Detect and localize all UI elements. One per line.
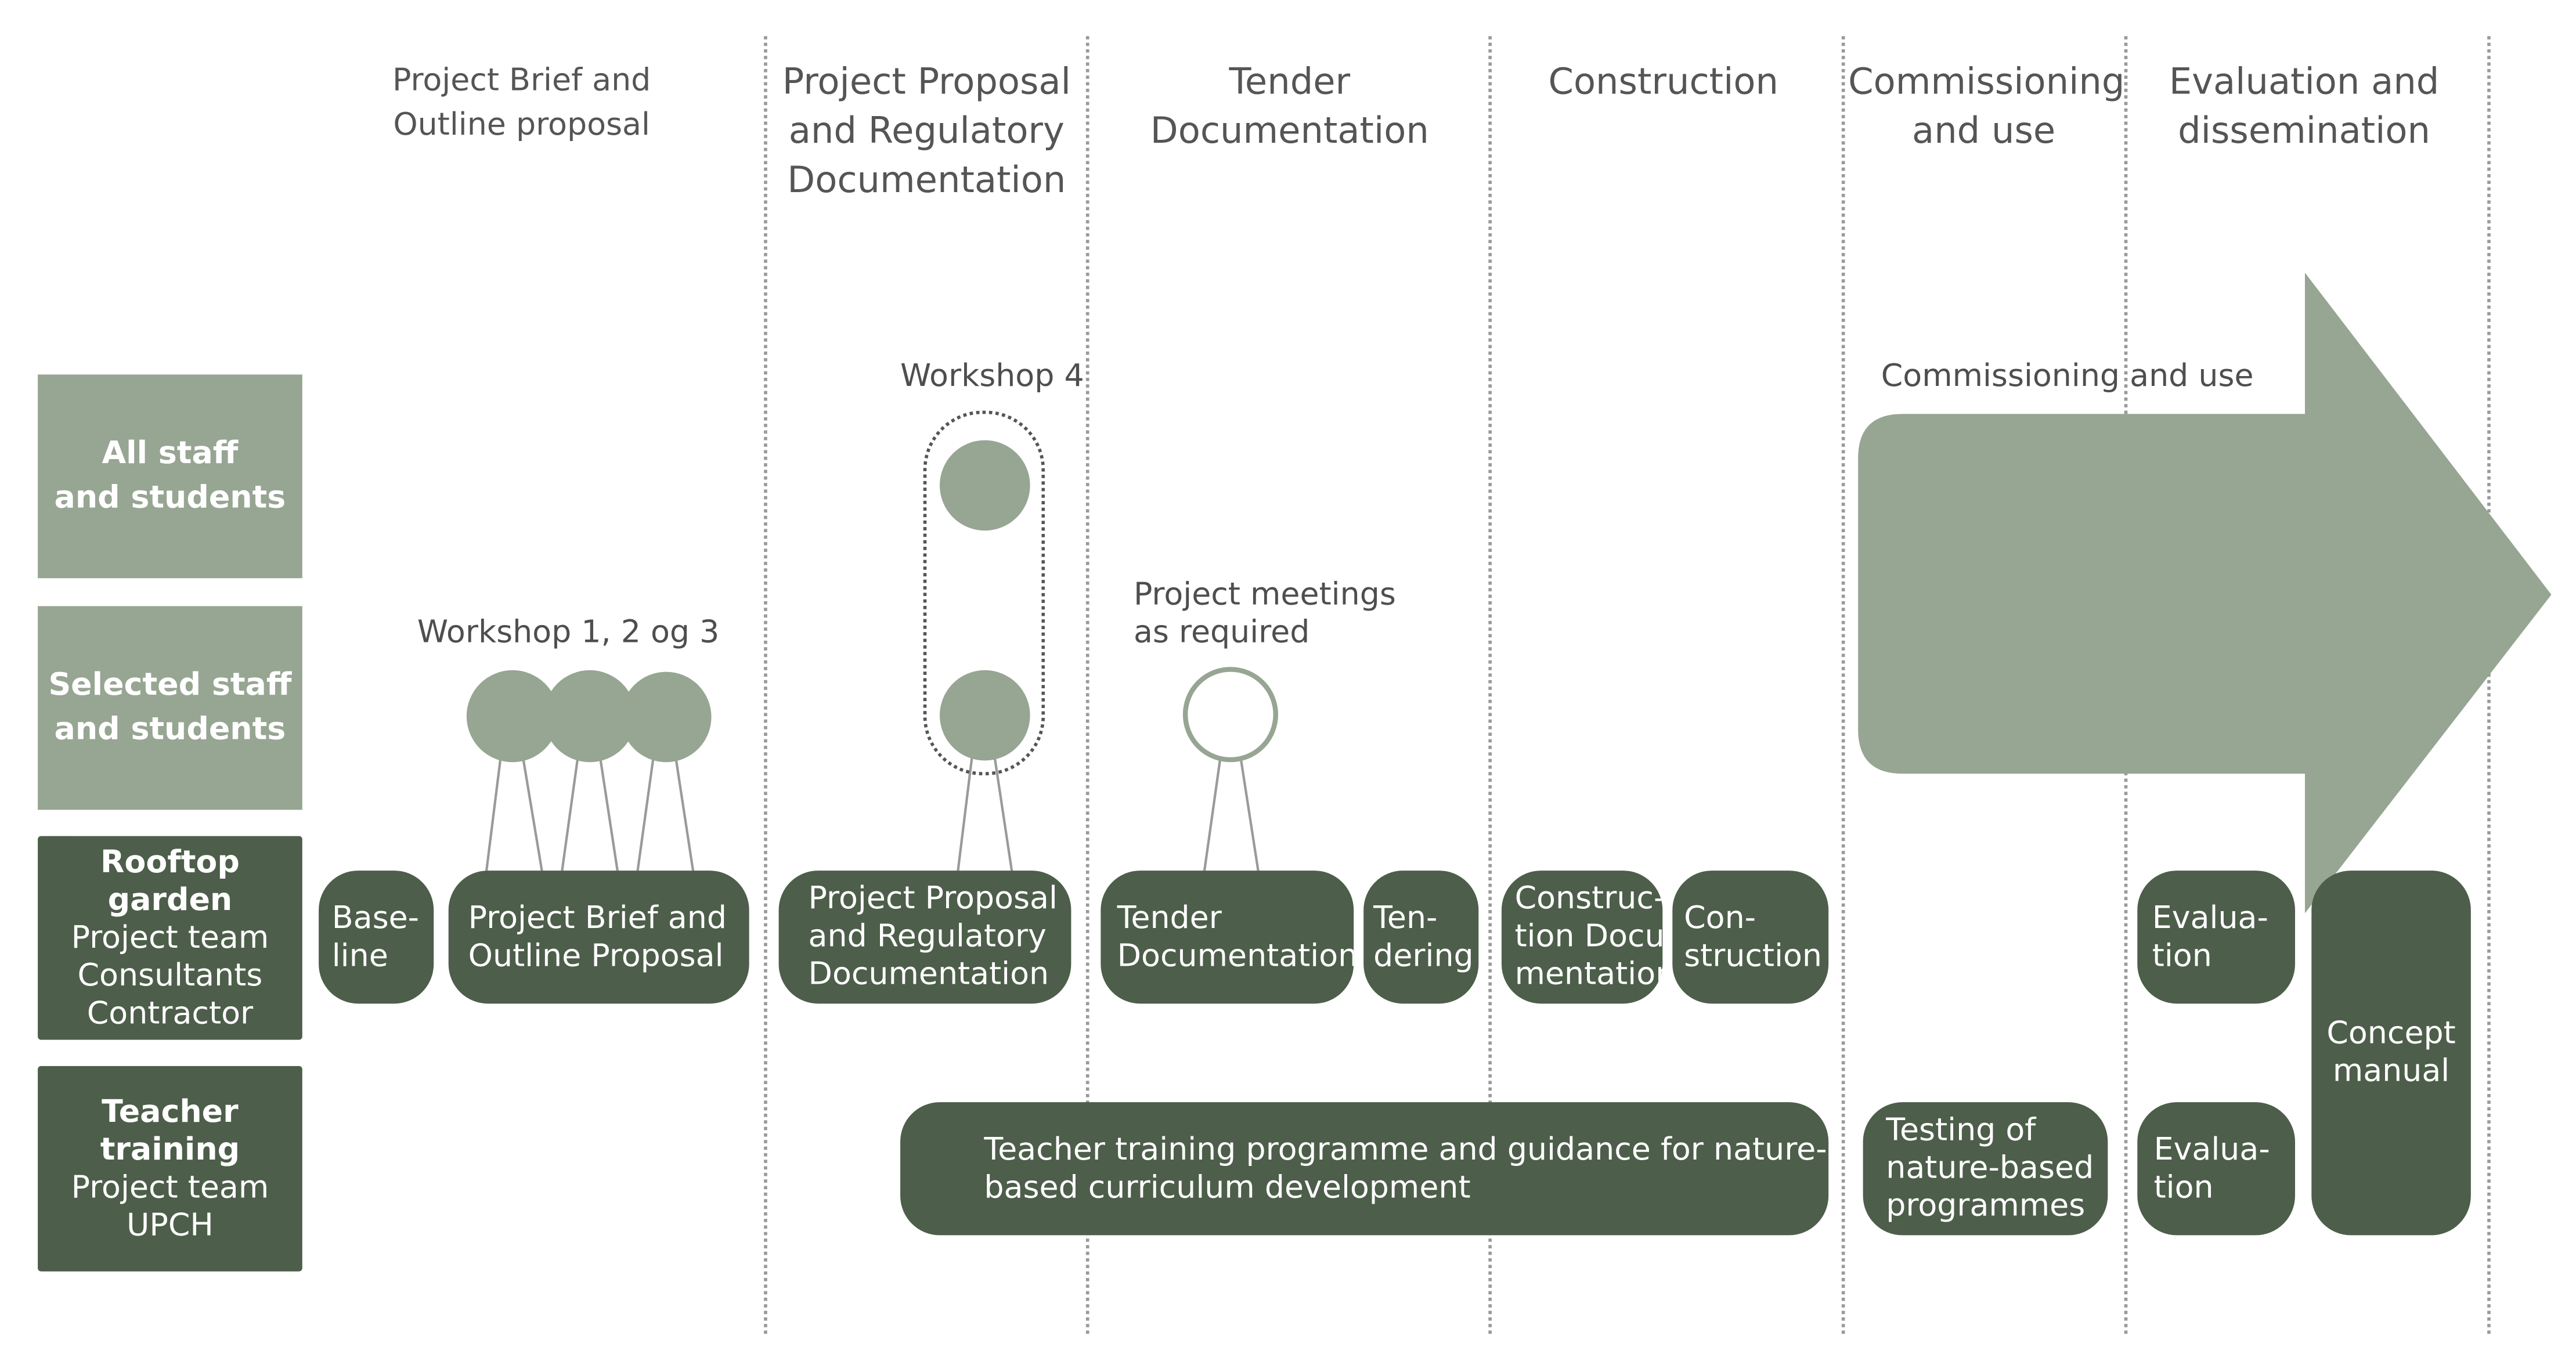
phase-divider (1488, 36, 1492, 1334)
project-meeting-circle (1182, 667, 1279, 763)
activity-teacher-training-programme: Teacher training programme and guidance … (900, 1102, 1829, 1236)
workshop-4-group-outline (923, 410, 1045, 775)
workshop-4-label: Workshop 4 (900, 358, 1084, 395)
activity-baseline: Base-line (319, 871, 434, 1004)
phase-header-construction: Construction (1548, 62, 1778, 104)
activity-construction: Con-struction (1672, 871, 1829, 1004)
commissioning-use-label: Commissioning and use (1881, 358, 2254, 395)
row-label-teacher-training: Teacher training Project team UPCH (38, 1066, 302, 1272)
workshop-1-2-3-label: Workshop 1, 2 og 3 (417, 614, 720, 651)
workshop-4-all-staff-circle (939, 440, 1030, 531)
activity-evaluation-teacher: Evalua-tion (2137, 1102, 2296, 1236)
row-label-rooftop-garden: Rooftop garden Project team Consultants … (38, 836, 302, 1040)
phase-divider (1841, 36, 1845, 1334)
phase-divider (2487, 36, 2491, 1334)
phase-divider (1085, 36, 1089, 1334)
activity-evaluation-rooftop: Evalua-tion (2137, 871, 2296, 1004)
workshop-4-selected-staff-circle (939, 670, 1030, 761)
workshop-3-circle (620, 671, 712, 763)
activity-construction-documentation: Construc-tion Docu-mentation (1501, 871, 1663, 1004)
phase-divider (764, 36, 767, 1334)
activity-tendering: Ten-dering (1363, 871, 1479, 1004)
workshop-1-circle (466, 670, 559, 763)
workshop-2-circle (543, 670, 636, 763)
